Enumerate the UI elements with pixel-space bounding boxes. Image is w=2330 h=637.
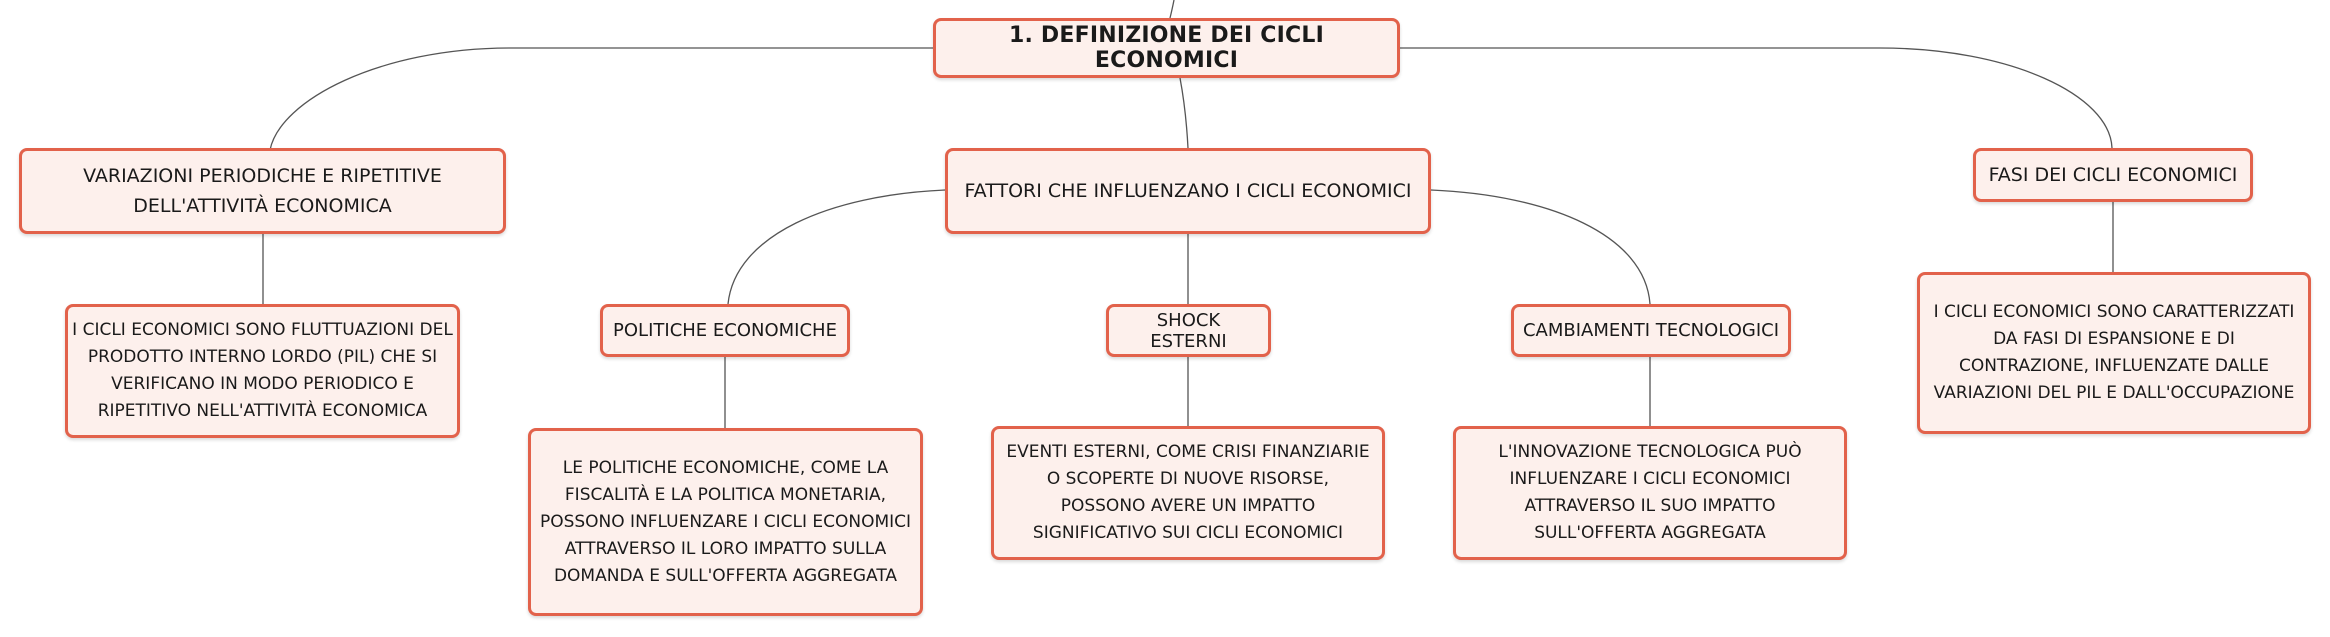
detail-variazioni[interactable]: I CICLI ECONOMICI SONO FLUTTUAZIONI DEL … bbox=[65, 304, 460, 438]
connector-fattori-to-politiche bbox=[727, 189, 946, 305]
connector-root-to-fattori bbox=[1179, 77, 1189, 149]
subtopic-tecnologici[interactable]: CAMBIAMENTI TECNOLOGICI bbox=[1511, 304, 1791, 357]
topic-fasi-label: FASI DEI CICLI ECONOMICI bbox=[1988, 164, 2238, 186]
topic-variazioni-label: VARIAZIONI PERIODICHE E RIPETITIVE DELL'… bbox=[83, 165, 442, 217]
subtopic-shock[interactable]: SHOCK ESTERNI bbox=[1106, 304, 1271, 357]
connector-fattori-to-tecnologici bbox=[1430, 189, 1651, 305]
detail-politiche-text: LE POLITICHE ECONOMICHE, COME LA FISCALI… bbox=[539, 457, 912, 586]
subtopic-politiche-label: POLITICHE ECONOMICHE bbox=[613, 320, 837, 341]
root-topic-label: 1. DEFINIZIONE DEI CICLI ECONOMICI bbox=[1009, 23, 1324, 73]
topic-variazioni[interactable]: VARIAZIONI PERIODICHE E RIPETITIVE DELL'… bbox=[19, 148, 506, 234]
detail-tecnologici-text: L'INNOVAZIONE TECNOLOGICA PUÒ INFLUENZAR… bbox=[1498, 442, 1802, 543]
topic-fattori-label: FATTORI CHE INFLUENZANO I CICLI ECONOMIC… bbox=[964, 180, 1412, 202]
connector-root-to-fasi bbox=[1400, 47, 2113, 149]
detail-fasi[interactable]: I CICLI ECONOMICI SONO CARATTERIZZATI DA… bbox=[1917, 272, 2311, 434]
topic-fattori[interactable]: FATTORI CHE INFLUENZANO I CICLI ECONOMIC… bbox=[945, 148, 1431, 234]
topic-fasi[interactable]: FASI DEI CICLI ECONOMICI bbox=[1973, 148, 2253, 202]
connector-root-to-variazioni bbox=[269, 47, 933, 151]
detail-tecnologici[interactable]: L'INNOVAZIONE TECNOLOGICA PUÒ INFLUENZAR… bbox=[1453, 426, 1847, 560]
connector-top-incoming bbox=[1169, 0, 1175, 19]
root-topic[interactable]: 1. DEFINIZIONE DEI CICLI ECONOMICI bbox=[933, 18, 1400, 78]
subtopic-tecnologici-label: CAMBIAMENTI TECNOLOGICI bbox=[1522, 320, 1780, 341]
detail-shock-text: EVENTI ESTERNI, COME CRISI FINANZIARIE O… bbox=[1006, 442, 1370, 543]
detail-fasi-text: I CICLI ECONOMICI SONO CARATTERIZZATI DA… bbox=[1933, 302, 2295, 403]
detail-variazioni-text: I CICLI ECONOMICI SONO FLUTTUAZIONI DEL … bbox=[72, 320, 453, 421]
subtopic-shock-label: SHOCK ESTERNI bbox=[1150, 309, 1227, 352]
detail-politiche[interactable]: LE POLITICHE ECONOMICHE, COME LA FISCALI… bbox=[528, 428, 923, 616]
detail-shock[interactable]: EVENTI ESTERNI, COME CRISI FINANZIARIE O… bbox=[991, 426, 1385, 560]
subtopic-politiche[interactable]: POLITICHE ECONOMICHE bbox=[600, 304, 850, 357]
